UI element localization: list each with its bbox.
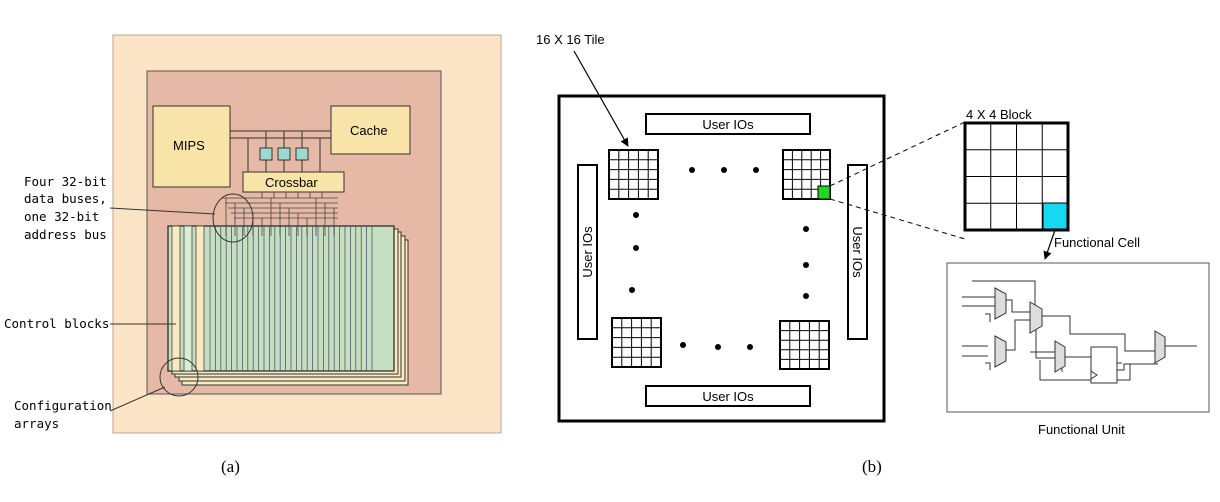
tile-frame <box>608 149 659 200</box>
tile-frame <box>779 320 830 370</box>
user-io-right-label: User IOs <box>850 226 865 278</box>
crossbar-label: Crossbar <box>265 175 318 190</box>
user-io-bottom <box>645 385 811 407</box>
buses-label-line-1: Four 32-bit <box>24 174 107 189</box>
config-label-line-2: arrays <box>14 416 59 431</box>
tile-frame <box>611 317 662 368</box>
ellipsis-dots <box>629 167 809 350</box>
mips-label: MIPS <box>173 138 205 153</box>
user-io-top <box>645 113 811 135</box>
user-io-left-label: User IOs <box>580 226 595 278</box>
crossbar-block <box>242 171 345 193</box>
user-io-left <box>577 164 598 340</box>
tile-bottom-left <box>611 317 662 368</box>
control-column-1 <box>171 225 181 372</box>
data-address-buses <box>222 192 338 236</box>
control-column-3 <box>195 225 205 372</box>
user-io-bottom-label: User IOs <box>702 389 754 404</box>
figure-b: User IOs User IOs User IOs User IOs <box>536 32 1210 476</box>
functional-unit-label: Functional Unit <box>1038 422 1125 437</box>
dot-right-3 <box>803 293 809 299</box>
tile-label: 16 X 16 Tile <box>536 32 605 47</box>
functional-unit-muxes <box>994 287 1166 373</box>
functional-cell-label: Functional Cell <box>1054 235 1140 250</box>
flip-flop-register <box>1090 346 1118 384</box>
zoom-line-top <box>829 121 966 187</box>
tile-bottom-right <box>779 320 830 370</box>
block-label: 4 X 4 Block <box>966 107 1032 122</box>
dot-top-2 <box>721 167 727 173</box>
dot-left-2 <box>633 245 639 251</box>
zoom-line-bottom <box>829 198 966 240</box>
mux-1 <box>994 287 1007 320</box>
reconfigurable-array <box>167 225 395 372</box>
user-io-right <box>847 164 868 340</box>
dot-top-1 <box>689 167 695 173</box>
buses-label-line-4: address bus <box>24 227 107 242</box>
mips-block <box>152 105 231 188</box>
buffer-2 <box>277 147 291 161</box>
array-bus-lines <box>209 226 373 371</box>
tile-arrow <box>573 50 629 147</box>
dot-top-3 <box>753 167 759 173</box>
buses-label-line-3: one 32-bit <box>24 209 99 224</box>
config-leader-line <box>109 386 166 412</box>
dot-left-1 <box>633 212 639 218</box>
cache-label: Cache <box>350 123 388 138</box>
functional-cell-highlight <box>1042 202 1069 231</box>
config-callout-circle <box>159 357 199 397</box>
bus-leader-line <box>109 207 216 215</box>
mips-cache-interconnect <box>230 130 331 172</box>
block-4x4-outline <box>963 121 1070 232</box>
mux-3 <box>1029 301 1043 334</box>
buffer-3 <box>295 147 309 161</box>
flip-flop-clock <box>1090 370 1098 380</box>
cell-arrow <box>1043 229 1056 260</box>
dot-bottom-2 <box>715 344 721 350</box>
tile-top-left <box>608 149 659 200</box>
bus-callout-circle <box>212 193 254 243</box>
caption-b: (b) <box>862 457 882 476</box>
control-block-columns <box>171 225 205 372</box>
cache-block <box>330 105 411 155</box>
functional-unit-circuit <box>962 280 1197 381</box>
mux-4 <box>1054 340 1066 373</box>
config-label-line-1: Configuration <box>14 398 112 413</box>
highlighted-block <box>817 185 831 200</box>
fpga-chip-outline <box>557 94 886 423</box>
control-column-2 <box>183 225 193 372</box>
mux-5 <box>1154 330 1166 364</box>
figure-a: MIPS Cache Crossbar Four 3 <box>4 34 502 476</box>
mux-2 <box>994 335 1007 368</box>
dot-bottom-3 <box>747 344 753 350</box>
dot-right-1 <box>803 226 809 232</box>
buffer-1 <box>259 147 273 161</box>
dot-left-3 <box>629 287 635 293</box>
dot-right-2 <box>803 262 809 268</box>
functional-unit-box <box>946 262 1210 413</box>
dot-bottom-1 <box>680 342 686 348</box>
buses-label-line-2: data buses, <box>24 191 107 206</box>
caption-a: (a) <box>221 457 240 476</box>
user-io-top-label: User IOs <box>702 117 754 132</box>
tile-top-right <box>782 149 831 200</box>
control-blocks-label: Control blocks <box>4 316 109 331</box>
